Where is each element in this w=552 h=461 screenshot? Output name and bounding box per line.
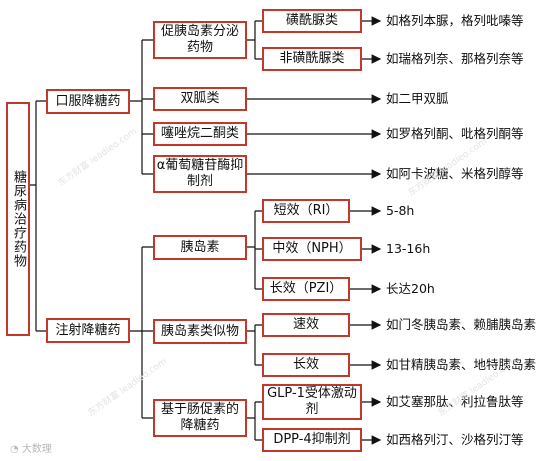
leaf-intermediate-acting-label: 中效（NPH） bbox=[272, 241, 352, 256]
category-oral: 口服降糖药 bbox=[46, 89, 130, 114]
category-injection: 注射降糖药 bbox=[46, 318, 130, 343]
root-label: 糖尿病治疗药物 bbox=[11, 170, 26, 268]
node-thiazolidinedione: 噻唑烷二酮类 bbox=[153, 122, 247, 146]
leaf-short-acting: 短效（RI） bbox=[262, 199, 350, 223]
example-thiazolidinedione: 如罗格列酮、吡格列酮等 bbox=[386, 126, 524, 141]
node-biguanide: 双胍类 bbox=[153, 87, 247, 111]
leaf-dpp4: DPP-4抑制剂 bbox=[262, 428, 362, 452]
leaf-rapid-analog: 速效 bbox=[262, 313, 350, 337]
node-incretin-based: 基于肠促素的降糖药 bbox=[153, 399, 247, 437]
example-sulfonylurea: 如格列本脲，格列吡嗪等 bbox=[386, 13, 524, 28]
leaf-sulfonylurea-label: 磺酰脲类 bbox=[285, 13, 338, 28]
node-thiazolidinedione-label: 噻唑烷二酮类 bbox=[160, 126, 239, 141]
leaf-sulfonylurea: 磺酰脲类 bbox=[262, 9, 362, 33]
example-biguanide: 如二甲双胍 bbox=[386, 91, 449, 106]
node-insulin-analog-label: 胰岛素类似物 bbox=[160, 323, 239, 339]
category-injection-label: 注射降糖药 bbox=[55, 322, 121, 338]
node-incretin-based-label: 基于肠促素的降糖药 bbox=[160, 402, 239, 433]
node-insulin-secretagogue: 促胰岛素分泌药物 bbox=[153, 21, 247, 59]
node-insulin-secretagogue-label: 促胰岛素分泌药物 bbox=[160, 24, 239, 55]
node-insulin: 胰岛素 bbox=[153, 235, 247, 260]
node-biguanide-label: 双胍类 bbox=[180, 91, 220, 106]
brand-icon: ◔ bbox=[10, 444, 22, 455]
leaf-glp1-label: GLP-1受体激动剂 bbox=[267, 386, 357, 417]
root-node: 糖尿病治疗药物 bbox=[6, 102, 30, 336]
leaf-non-sulfonylurea-label: 非磺酰脲类 bbox=[279, 51, 345, 66]
category-oral-label: 口服降糖药 bbox=[55, 93, 121, 109]
example-glp1: 如艾塞那肽、利拉鲁肽等 bbox=[386, 394, 524, 409]
leaf-long-acting-label: 长效（PZI） bbox=[269, 281, 343, 296]
leaf-long-acting: 长效（PZI） bbox=[262, 277, 350, 301]
example-long-acting: 长达20h bbox=[386, 281, 435, 296]
brand-text: 大数理 bbox=[21, 444, 52, 455]
example-alpha-glucosidase: 如阿卡波糖、米格列醇等 bbox=[386, 166, 524, 181]
leaf-long-analog: 长效 bbox=[262, 353, 350, 377]
node-alpha-glucosidase-inhibitor-label: α葡萄糖苷酶抑制剂 bbox=[156, 158, 244, 189]
example-non-sulfonylurea: 如瑞格列奈、那格列奈等 bbox=[386, 51, 524, 66]
example-intermediate-acting: 13-16h bbox=[386, 241, 431, 256]
brand-logo: ◔ 大数理 bbox=[10, 440, 52, 455]
leaf-short-acting-label: 短效（RI） bbox=[273, 203, 339, 218]
node-alpha-glucosidase-inhibitor: α葡萄糖苷酶抑制剂 bbox=[153, 155, 247, 193]
example-long-analog: 如甘精胰岛素、地特胰岛素 bbox=[386, 357, 537, 372]
leaf-glp1: GLP-1受体激动剂 bbox=[262, 384, 362, 420]
leaf-non-sulfonylurea: 非磺酰脲类 bbox=[262, 47, 362, 71]
leaf-dpp4-label: DPP-4抑制剂 bbox=[273, 432, 351, 447]
node-insulin-label: 胰岛素 bbox=[180, 239, 220, 255]
example-rapid-analog: 如门冬胰岛素、赖脯胰岛素 bbox=[386, 317, 537, 332]
leaf-intermediate-acting: 中效（NPH） bbox=[262, 237, 362, 261]
example-short-acting: 5-8h bbox=[386, 203, 415, 218]
leaf-rapid-analog-label: 速效 bbox=[292, 317, 319, 332]
node-insulin-analog: 胰岛素类似物 bbox=[153, 319, 247, 344]
example-dpp4: 如西格列汀、沙格列汀等 bbox=[386, 432, 524, 447]
leaf-long-analog-label: 长效 bbox=[292, 357, 319, 372]
